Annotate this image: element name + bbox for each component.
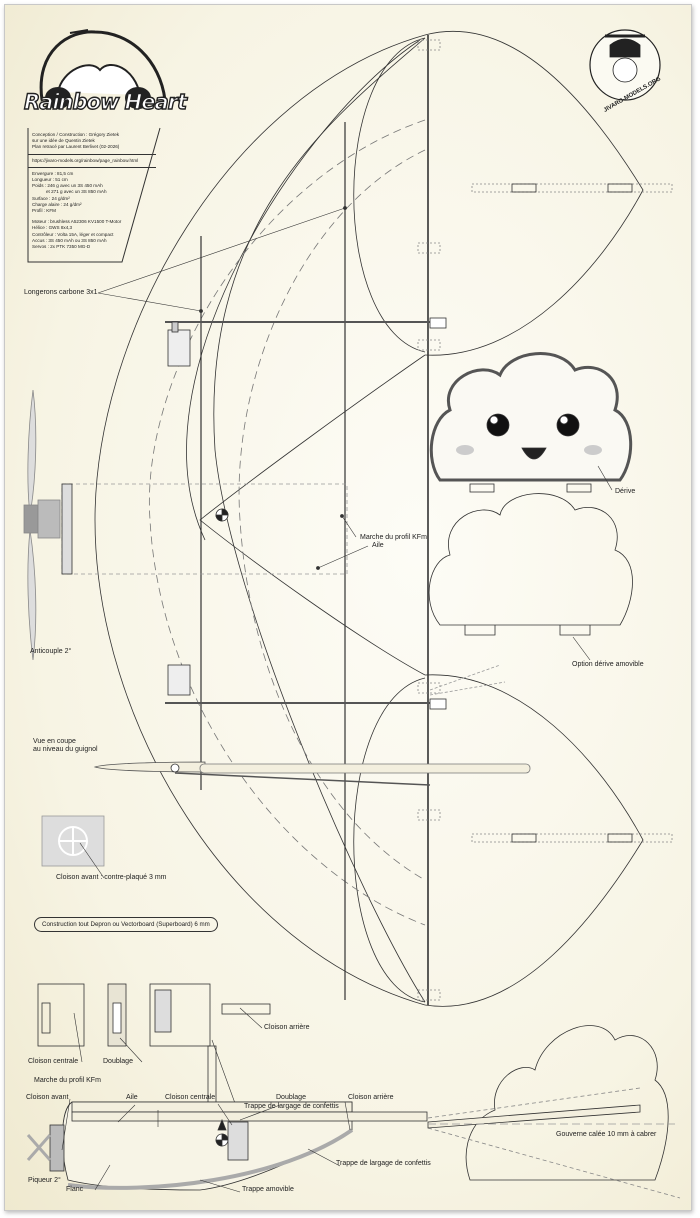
spec-line: Surface : 24 g/dm² — [32, 195, 70, 201]
credit-line: Conception / Construction : Grégory Ziet… — [32, 132, 120, 137]
label-section-view-1: Vue en coupe — [33, 738, 76, 745]
motor-mount — [61, 483, 73, 575]
label-trappe-confettis: Trappe de largage de confettis — [244, 1103, 339, 1110]
side-view-fuselage — [26, 1101, 428, 1191]
cloison-arriere-part — [221, 1003, 271, 1015]
label-wing: Aile — [372, 542, 384, 549]
label-spars: Longerons carbone 3x1 — [24, 289, 98, 296]
equipment-line: Servos : 2x PTK 7350 MG-D — [32, 244, 91, 250]
label-doublage: Doublage — [103, 1058, 133, 1065]
spec-line: Charge alaire : 24 g/dm² — [32, 201, 82, 207]
label-cloison-arriere: Cloison arrière — [264, 1024, 310, 1031]
cloison-centrale-part — [37, 983, 85, 1047]
wing-lower-lobe — [424, 674, 644, 1007]
label-section-view-2: au niveau du guignol — [33, 746, 98, 753]
servo-bay-part — [149, 983, 211, 1047]
jivaro-models-logo-icon — [589, 29, 661, 101]
equipment-line: Hélice : GWS 8x4,3 — [32, 225, 73, 231]
side-label-gouverne: Gouverne calée 10 mm à cabrer — [556, 1131, 657, 1138]
side-label-trappe-amovible: Trappe amovible — [242, 1186, 294, 1193]
spec-line: et 271 g avec un 3S 850 mAh — [46, 189, 107, 195]
side-label-aile: Aile — [126, 1094, 138, 1101]
side-label-cloison-centrale: Cloison centrale — [165, 1094, 216, 1101]
spec-line: Longueur : 51 cm — [32, 177, 68, 183]
credit-line: sur une idée de Quentin Zietek — [32, 138, 95, 144]
credit-line: Plan retracé par Laurent Berlivet (02-20… — [32, 144, 120, 150]
spec-line: Envergure : 81,5 cm — [32, 170, 74, 176]
cloud-elevon-outline — [465, 1025, 669, 1181]
label-option-derive: Option dérive amovible — [572, 661, 644, 668]
wing-upper-lobe — [424, 31, 644, 356]
info-box: Conception / Construction : Grégory Ziet… — [28, 129, 156, 253]
side-label-piqueur: Piqueur 2° — [28, 1177, 61, 1184]
label-kfm-step: Marche du profil KFm — [360, 534, 427, 541]
equipment-line: Moteur : brushless A52306 KV1500 T-Motor — [32, 219, 122, 225]
side-motor — [49, 1124, 65, 1172]
equipment-line: Contrôleur : Volta 15A, léger et compact — [32, 231, 114, 237]
servo-lower-icon — [167, 664, 191, 696]
wing-leading-edge — [94, 34, 426, 1006]
propeller-icon — [23, 389, 61, 661]
front-bulkhead-image — [41, 815, 105, 867]
app-title: Rainbow Heart — [23, 89, 187, 114]
side-label-kfm-step: Marche du profil KFm — [34, 1077, 101, 1084]
section-view-fuselage — [93, 761, 206, 773]
label-anticouple: Anticouple 2° — [30, 648, 72, 655]
specs-section: Envergure : 81,5 cm Longueur : 51 cm Poi… — [28, 168, 156, 253]
label-derive: Dérive — [615, 488, 636, 495]
rainbow-heart-logo-icon — [39, 29, 167, 109]
construction-note: Construction tout Depron ou Vectorboard … — [34, 917, 218, 932]
servo-upper-icon — [167, 321, 191, 367]
label-cloison-centrale: Cloison centrale — [28, 1058, 79, 1065]
url-link[interactable]: https://jivaro-models.org/rainbow/page_r… — [28, 155, 156, 168]
option-derive-outline — [428, 493, 633, 626]
equipment-line: Accus : 3S 450 mAh ou 3S 850 mAh — [32, 237, 107, 243]
side-label-cloison-arriere: Cloison arrière — [348, 1094, 394, 1101]
label-front-bulkhead: Cloison avant : contre-plaqué 3 mm — [56, 874, 167, 881]
side-label-trappe-confettis: Trappe de largage de confettis — [336, 1160, 431, 1167]
side-label-flanc: Flanc — [66, 1186, 84, 1193]
derive-cloud — [429, 352, 633, 493]
spec-line: Profil : KFM — [32, 208, 56, 214]
section-view-wing — [199, 763, 531, 774]
side-label-cloison-avant: Cloison avant — [26, 1094, 69, 1101]
side-label-doublage: Doublage — [276, 1094, 306, 1101]
info-box-outline — [27, 127, 161, 263]
credits-section: Conception / Construction : Grégory Ziet… — [28, 129, 156, 155]
spec-line: Poids : 246 g avec un 3S 450 mAh — [32, 183, 103, 189]
